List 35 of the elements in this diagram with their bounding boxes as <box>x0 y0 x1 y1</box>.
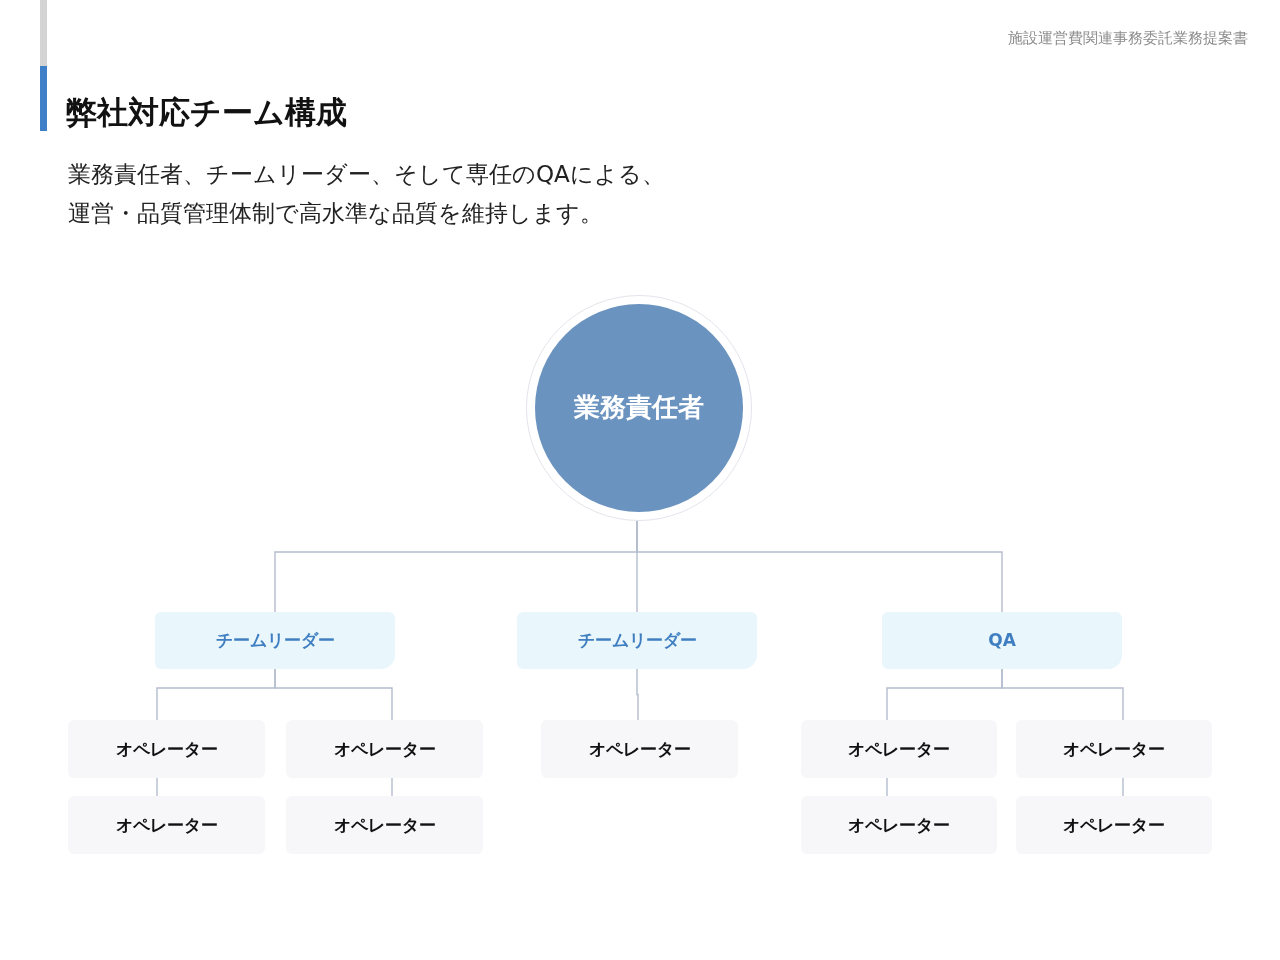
operator-box <box>541 720 738 778</box>
connector-line <box>886 777 888 797</box>
operator-box <box>68 796 265 854</box>
header-text: 施設運営費関連事務委託業務提案書 <box>1008 28 1248 48</box>
connector-line <box>1001 668 1124 721</box>
role-label: オペレーター <box>848 738 950 760</box>
leader-box <box>155 612 395 669</box>
role-label: QA <box>988 630 1016 651</box>
operator-box <box>1016 720 1212 778</box>
leader-box <box>882 612 1122 669</box>
role-label: 業務責任者 <box>574 392 704 424</box>
role-label: オペレーター <box>1063 738 1165 760</box>
operator-box <box>68 720 265 778</box>
role-label: チームリーダー <box>215 630 335 651</box>
connector-line <box>391 777 393 797</box>
operator-box <box>801 796 997 854</box>
leader-box <box>517 612 757 669</box>
operator-box <box>1016 796 1212 854</box>
operator-box <box>286 720 483 778</box>
connector-line <box>636 668 639 721</box>
page-title: 弊社対応チーム構成 <box>66 93 347 132</box>
connector-line <box>1122 777 1124 797</box>
operator-box <box>286 796 483 854</box>
role-label: オペレーター <box>333 738 436 760</box>
role-label: チームリーダー <box>577 630 697 651</box>
role-label: オペレーター <box>588 738 691 760</box>
role-label: オペレーター <box>1063 814 1165 836</box>
connector-line <box>156 777 158 797</box>
role-label: オペレーター <box>333 814 436 836</box>
role-label: オペレーター <box>848 814 950 836</box>
operator-box <box>801 720 997 778</box>
intro-paragraph: 業務責任者、チームリーダー、そして専任のQAによる、運営・品質管理体制で高水準な品質を維持します。 <box>68 160 666 228</box>
connector-line <box>274 668 393 721</box>
role-label: オペレーター <box>115 814 218 836</box>
role-label: オペレーター <box>115 738 218 760</box>
